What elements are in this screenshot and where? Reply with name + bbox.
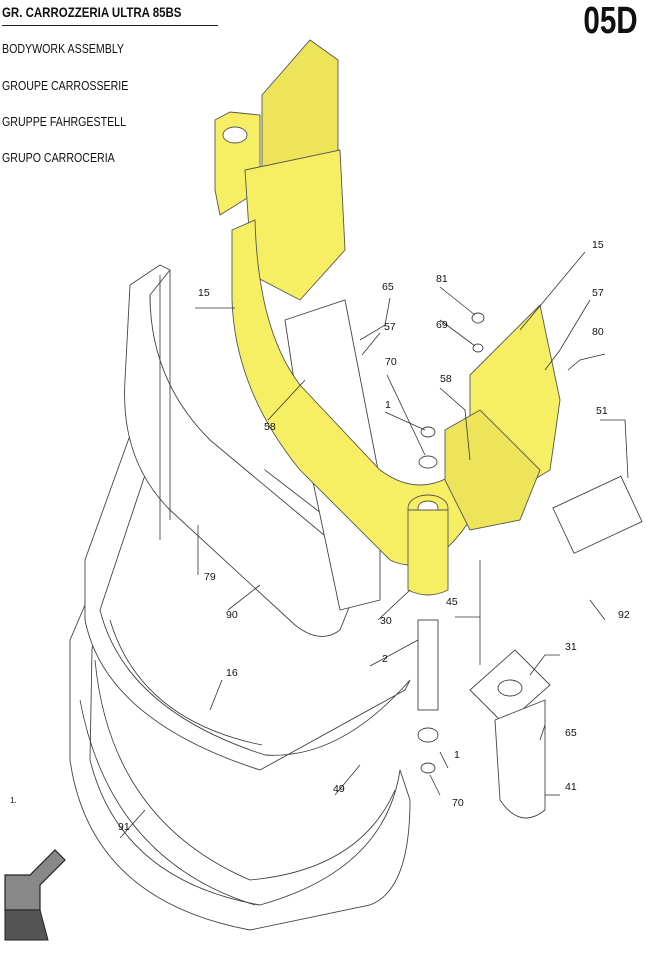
leader-lines	[119, 251, 629, 839]
front-direction-arrow	[4, 849, 66, 941]
washer-1-lower	[420, 762, 436, 774]
page-code: 05D	[583, 0, 638, 42]
callout-45: 45	[446, 596, 458, 608]
washer-1-upper	[420, 426, 436, 438]
callout-91: 91	[118, 821, 130, 833]
bumper-91	[69, 569, 411, 931]
callout-2: 2	[382, 653, 388, 665]
bushing-70-upper	[418, 455, 438, 469]
title-german: GRUPPE FAHRGESTELL	[2, 115, 126, 129]
callout-70-lower: 70	[452, 797, 464, 809]
title-spanish: GRUPO CARROCERIA	[2, 151, 115, 165]
nut-81	[471, 312, 485, 324]
callout-30: 30	[380, 615, 392, 627]
callout-90: 90	[226, 609, 238, 621]
callout-16: 16	[226, 667, 238, 679]
callout-69: 69	[436, 319, 448, 331]
plate-92	[552, 475, 643, 554]
callout-41: 41	[565, 781, 577, 793]
caster-wheel	[494, 699, 546, 819]
callout-65-lower: 65	[565, 727, 577, 739]
callout-58-left: 58	[264, 421, 276, 433]
pin-2	[417, 619, 439, 711]
callout-57-right: 57	[592, 287, 604, 299]
bumper-16	[84, 378, 411, 771]
washer-69	[472, 343, 484, 353]
callout-49: 49	[333, 783, 345, 795]
callout-1-lower: 1	[454, 749, 460, 761]
title-english: BODYWORK ASSEMBLY	[2, 42, 125, 56]
callout-58-right: 58	[440, 373, 452, 385]
callout-81: 81	[436, 273, 448, 285]
callout-15-left: 15	[198, 287, 210, 299]
frame-15-highlight	[214, 39, 561, 596]
callout-92: 92	[618, 609, 630, 621]
footnote-mark: 1.	[10, 796, 17, 805]
callout-57-left: 57	[384, 321, 396, 333]
callout-51: 51	[596, 405, 608, 417]
callout-65-upper: 65	[382, 281, 394, 293]
callout-80: 80	[592, 326, 604, 338]
bushing-70-lower	[417, 727, 439, 743]
callout-31: 31	[565, 641, 577, 653]
callout-70-upper: 70	[385, 356, 397, 368]
callout-15-right: 15	[592, 239, 604, 251]
callout-labels: 15 15 57 57 65 65 81 69 80 70 70 58 58 1…	[118, 239, 630, 833]
title-underline	[2, 25, 218, 26]
callout-1-upper: 1	[385, 399, 391, 411]
callout-79: 79	[204, 571, 216, 583]
assembly-title: GR. CARROZZERIA ULTRA 85BS	[2, 4, 182, 20]
title-french: GROUPE CARROSSERIE	[2, 79, 129, 93]
